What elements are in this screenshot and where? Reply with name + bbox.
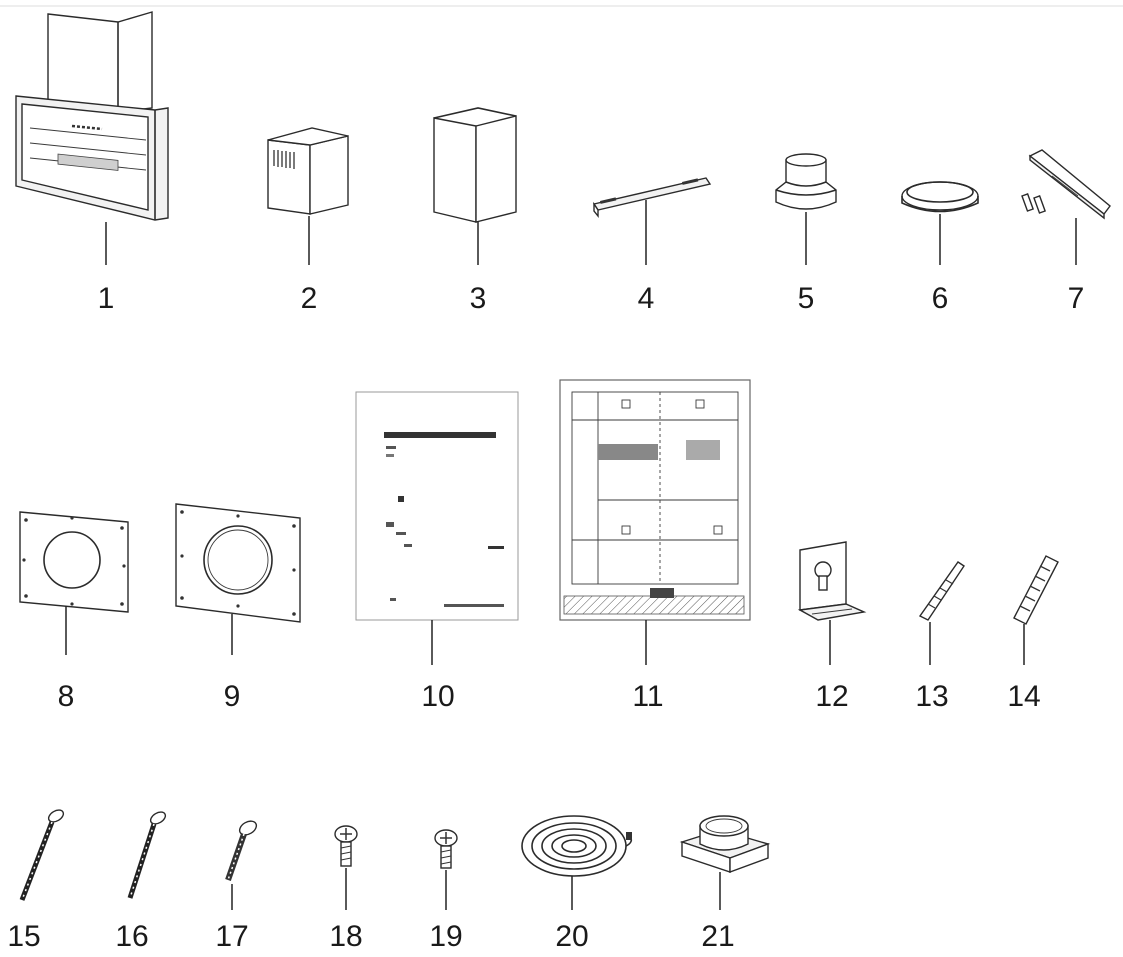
sealing-ring-icon (901, 181, 979, 213)
long-screw-icon (19, 809, 65, 901)
coiled-cable-icon (521, 815, 633, 877)
part-number-label: 6 (932, 282, 949, 315)
part-number-label: 12 (815, 680, 848, 713)
part-number-label: 7 (1068, 282, 1085, 315)
keyhole-hanging-bracket-icon (797, 541, 867, 621)
part-number-label: 1 (98, 282, 115, 315)
rectangular-wall-plate-icon (175, 503, 301, 623)
part-10: 10 (355, 391, 519, 713)
part-7: 7 (1021, 149, 1111, 315)
instruction-manual-icon (355, 391, 519, 621)
part-number-label: 5 (798, 282, 815, 315)
short-screw-icon (434, 829, 458, 869)
part-number-label: 11 (632, 680, 663, 713)
part-5: 5 (775, 153, 837, 315)
long-screw-icon (127, 811, 167, 899)
part-9: 9 (175, 503, 301, 713)
part-number-label: 8 (58, 680, 75, 713)
part-number-label: 10 (421, 680, 454, 713)
small-wall-plug-icon (918, 561, 965, 621)
medium-screw-icon (225, 820, 258, 881)
part-8: 8 (19, 511, 129, 713)
part-15: 15 (7, 809, 65, 953)
part-number-label: 21 (701, 920, 734, 953)
part-11: 11 (559, 379, 751, 713)
installation-template-icon (559, 379, 751, 621)
chimney-cover-icon (433, 107, 517, 223)
part-number-label: 4 (638, 282, 655, 315)
cooker-hood-icon (15, 11, 169, 221)
part-number-label: 20 (555, 920, 588, 953)
part-19: 19 (429, 829, 463, 953)
square-wall-plate-icon (19, 511, 129, 613)
part-1: 1 (15, 11, 169, 315)
part-12: 12 (797, 541, 867, 713)
part-14: 14 (1007, 555, 1059, 713)
vented-chimney-cover-icon (267, 127, 349, 215)
part-17: 17 (215, 820, 258, 953)
part-number-label: 16 (115, 920, 148, 953)
part-4: 4 (592, 177, 712, 315)
part-16: 16 (115, 811, 167, 953)
part-number-label: 2 (301, 282, 318, 315)
part-18: 18 (329, 825, 363, 953)
duct-adapter-icon (775, 153, 837, 210)
one-way-valve-icon (679, 815, 771, 874)
part-number-label: 18 (329, 920, 362, 953)
part-number-label: 14 (1007, 680, 1040, 713)
large-wall-plug-icon (1013, 555, 1059, 625)
mounting-bracket-bar-icon (592, 177, 712, 218)
part-number-label: 19 (429, 920, 462, 953)
part-3: 3 (433, 107, 517, 315)
bracket-with-fittings-icon (1021, 149, 1111, 220)
short-screw-icon (334, 825, 358, 867)
part-number-label: 13 (915, 680, 948, 713)
part-21: 21 (679, 815, 771, 953)
part-2: 2 (267, 127, 349, 315)
part-number-label: 15 (7, 920, 40, 953)
part-number-label: 17 (215, 920, 248, 953)
part-13: 13 (915, 561, 965, 713)
part-number-label: 9 (224, 680, 241, 713)
part-6: 6 (901, 181, 979, 315)
part-number-label: 3 (470, 282, 487, 315)
part-20: 20 (521, 815, 633, 953)
